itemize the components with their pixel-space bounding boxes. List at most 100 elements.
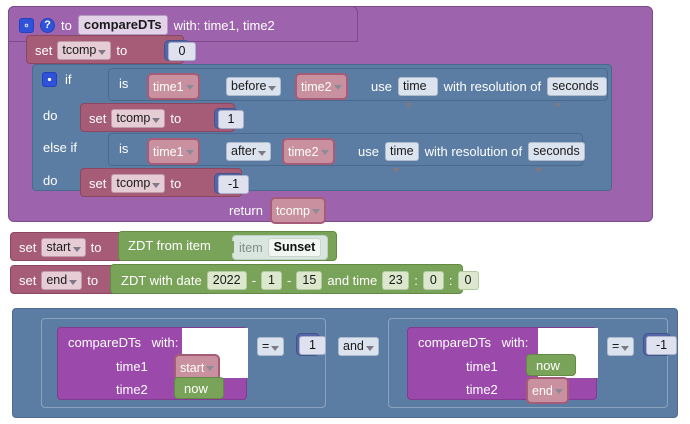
arg-value-start-label: start — [180, 360, 205, 375]
math-number-field-neg1[interactable]: -1 — [218, 175, 249, 194]
procedure-definition-block[interactable]: ? to compareDTs with: time1, time2 set t… — [8, 6, 653, 224]
use-dropdown-time-b-label: time — [389, 144, 414, 158]
do-label-1: do — [43, 108, 58, 123]
procedure-params-label: with: time1, time2 — [173, 17, 275, 33]
resolution-dropdown-seconds-a-label: seconds — [552, 79, 599, 93]
to-label: to — [116, 43, 128, 58]
value-connector — [207, 177, 214, 189]
comparator-dropdown-left-label: = — [262, 339, 270, 353]
question-mark-icon[interactable]: ? — [40, 17, 55, 33]
arg-value-now-left[interactable]: now — [174, 377, 224, 399]
value-connector — [227, 241, 234, 253]
to-label: to — [170, 176, 182, 191]
math-number-block-0[interactable]: 0 — [164, 40, 196, 61]
math-number-block-neg1[interactable]: -1 — [214, 173, 249, 194]
math-number-block-compare-neg1[interactable]: -1 — [643, 333, 677, 356]
logic-and-block[interactable]: compareDTs with: time1 start time2 now =… — [12, 308, 678, 418]
set-variable-block-start[interactable]: set start to — [10, 232, 124, 261]
set-variable-block-tcomp-0[interactable]: set tcomp to 0 — [26, 35, 196, 64]
value-connector — [207, 112, 214, 124]
operator-dropdown-before[interactable]: before — [226, 77, 282, 96]
math-number-field-0[interactable]: 0 — [168, 42, 196, 61]
math-number-field-compare-1[interactable]: 1 — [299, 336, 326, 355]
use-dropdown-time-a[interactable]: time — [397, 77, 438, 108]
variable-getter-time1-b[interactable]: time1 — [147, 138, 200, 165]
procedure-name-field[interactable]: compareDTs — [77, 15, 168, 35]
time-colon-1: : — [414, 273, 418, 288]
set-label: set — [89, 176, 107, 191]
call-label-left: compareDTs — [68, 335, 141, 350]
set-label: set — [89, 111, 107, 126]
date-separator-1: - — [251, 273, 257, 288]
variable-getter-time2-b-label: time2 — [288, 144, 319, 159]
set-variable-block-tcomp-1[interactable]: set tcomp to 1 — [80, 103, 244, 132]
zdt-with-date-label: ZDT with date — [121, 273, 202, 288]
day-field[interactable]: 15 — [296, 271, 323, 290]
zdt-from-item-block[interactable]: ZDT from item item Sunset — [118, 231, 337, 261]
math-number-block-compare-1[interactable]: 1 — [296, 333, 326, 356]
arg-value-now-left-label: now — [184, 381, 208, 396]
arg-value-now-right-label: now — [536, 358, 560, 373]
procedure-to-label: to — [61, 17, 72, 33]
return-row: return tcomp — [229, 197, 327, 224]
variable-dropdown-tcomp-2-label: tcomp — [116, 176, 151, 190]
left-comparison-group[interactable] — [41, 318, 326, 408]
datetime-compare-block-1[interactable]: is time1 before time2 use time with reso… — [108, 68, 608, 108]
variable-getter-time2-a[interactable]: time2 — [295, 73, 348, 100]
and-time-label: and time — [327, 273, 378, 288]
zdt-with-date-block[interactable]: ZDT with date 2022 - 1 - 15 and time 23 … — [110, 264, 479, 294]
variable-dropdown-tcomp[interactable]: tcomp — [57, 41, 112, 60]
gear-icon[interactable] — [19, 17, 34, 33]
arg-label-time1-right: time1 — [466, 359, 498, 374]
variable-getter-time1-b-label: time1 — [153, 144, 184, 159]
variable-dropdown-tcomp-1[interactable]: tcomp — [111, 109, 166, 128]
math-number-field-1[interactable]: 1 — [218, 110, 244, 129]
set-label: set — [35, 43, 53, 58]
procedure-header[interactable]: ? to compareDTs with: time1, time2 — [8, 6, 358, 42]
to-label: to — [170, 111, 182, 126]
comparator-dropdown-left[interactable]: = — [257, 337, 285, 356]
variable-getter-time2-b[interactable]: time2 — [282, 138, 335, 165]
datetime-compare-block-2[interactable]: is time1 after time2 use time with resol… — [108, 133, 585, 173]
math-number-block-1[interactable]: 1 — [214, 108, 244, 129]
resolution-dropdown-seconds-a[interactable]: seconds — [547, 77, 607, 108]
arg-value-now-right[interactable]: now — [526, 354, 576, 376]
item-name-field[interactable]: Sunset — [267, 238, 322, 257]
return-label: return — [229, 203, 263, 218]
month-field[interactable]: 1 — [261, 271, 283, 290]
variable-getter-time1-a[interactable]: time1 — [147, 73, 200, 100]
use-label: use — [371, 79, 392, 94]
variable-getter-tcomp-return[interactable]: tcomp — [269, 197, 327, 224]
date-separator-2: - — [287, 273, 292, 288]
and-dropdown[interactable]: and — [338, 337, 379, 356]
minute-field[interactable]: 0 — [422, 271, 444, 290]
use-dropdown-time-b[interactable]: time — [384, 142, 419, 173]
comparator-dropdown-right[interactable]: = — [607, 337, 635, 356]
item-block-sunset[interactable]: item Sunset — [232, 235, 329, 260]
operator-dropdown-after[interactable]: after — [226, 142, 272, 161]
arg-value-end[interactable]: end — [526, 377, 569, 404]
arg-value-end-label: end — [532, 383, 553, 398]
gear-icon[interactable] — [42, 72, 57, 87]
resolution-dropdown-seconds-b-label: seconds — [533, 144, 580, 158]
variable-dropdown-tcomp-2[interactable]: tcomp — [111, 174, 166, 193]
call-compareDTs-right[interactable]: compareDTs with: time1 now time2 end — [407, 327, 598, 404]
right-comparison-group[interactable] — [388, 318, 668, 408]
second-field[interactable]: 0 — [457, 271, 479, 290]
variable-getter-time2-a-label: time2 — [301, 79, 332, 94]
hour-field[interactable]: 23 — [382, 271, 410, 290]
variable-dropdown-start-label: start — [46, 240, 71, 254]
set-variable-block-end[interactable]: set end to — [10, 265, 116, 294]
time-colon-2: : — [448, 273, 453, 288]
call-label-right: compareDTs — [418, 335, 491, 350]
resolution-dropdown-seconds-b[interactable]: seconds — [528, 142, 585, 173]
variable-dropdown-start[interactable]: start — [41, 238, 86, 257]
math-number-field-compare-neg1[interactable]: -1 — [646, 336, 677, 355]
variable-dropdown-end[interactable]: end — [41, 271, 83, 290]
set-variable-block-tcomp-2[interactable]: set tcomp to -1 — [80, 168, 249, 197]
year-field[interactable]: 2022 — [206, 271, 247, 290]
operator-dropdown-after-label: after — [231, 144, 257, 158]
if-else-block[interactable]: if is time1 before time2 use time with r… — [32, 64, 612, 197]
variable-getter-time1-a-label: time1 — [153, 79, 184, 94]
call-compareDTs-left[interactable]: compareDTs with: time1 start time2 now — [57, 327, 248, 400]
